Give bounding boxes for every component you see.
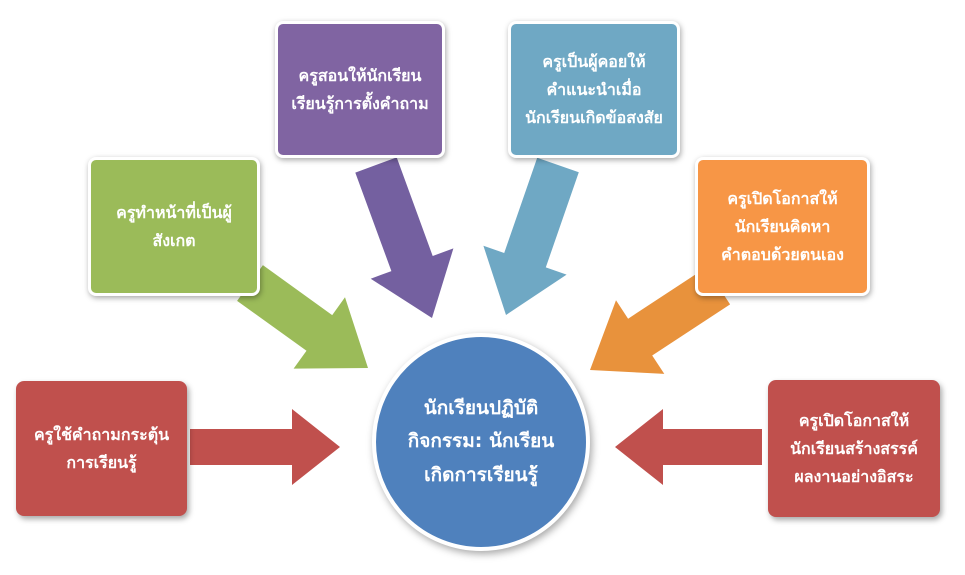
box-think-answers: ครูเปิดโอกาสให้ นักเรียนคิดหา คำตอบด้วยต… [695,157,870,296]
box-question-stimulus-text: ครูใช้คำถามกระตุ้น การเรียนรู้ [33,424,170,472]
arrow-observer [237,265,368,369]
center-circle: นักเรียนปฏิบัติ กิจกรรม: นักเรียน เกิดกา… [372,333,590,551]
box-observer: ครูทำหน้าที่เป็นผู้ สังเกต [88,157,260,296]
box-think-answers-text: ครูเปิดโอกาสให้ นักเรียนคิดหา คำตอบด้วยต… [721,188,844,264]
box-observer-text: ครูทำหน้าที่เป็นผู้ สังเกต [116,202,232,250]
box-teach-questioning-text: ครูสอนให้นักเรียน เรียนรู้การตั้งคำถาม [291,65,429,113]
arrow-question-stimulus [190,409,340,485]
box-question-stimulus: ครูใช้คำถามกระตุ้น การเรียนรู้ [16,381,187,516]
arrow-teach-questioning [355,157,454,318]
box-teach-questioning: ครูสอนให้นักเรียน เรียนรู้การตั้งคำถาม [275,21,445,158]
arrow-advisor [483,157,579,315]
box-advisor: ครูเป็นผู้คอยให้ คำแนะนำเมื่อ นักเรียนเก… [508,21,680,158]
arrow-create-work [615,409,762,485]
arrow-think-answers [590,267,731,374]
center-circle-text: นักเรียนปฏิบัติ กิจกรรม: นักเรียน เกิดกา… [407,397,555,486]
box-create-work-text: ครูเปิดโอกาสให้ นักเรียนสร้างสรรค์ ผลงาน… [790,410,918,486]
box-advisor-text: ครูเป็นผู้คอยให้ คำแนะนำเมื่อ นักเรียนเก… [525,51,663,127]
box-create-work: ครูเปิดโอกาสให้ นักเรียนสร้างสรรค์ ผลงาน… [768,380,940,517]
